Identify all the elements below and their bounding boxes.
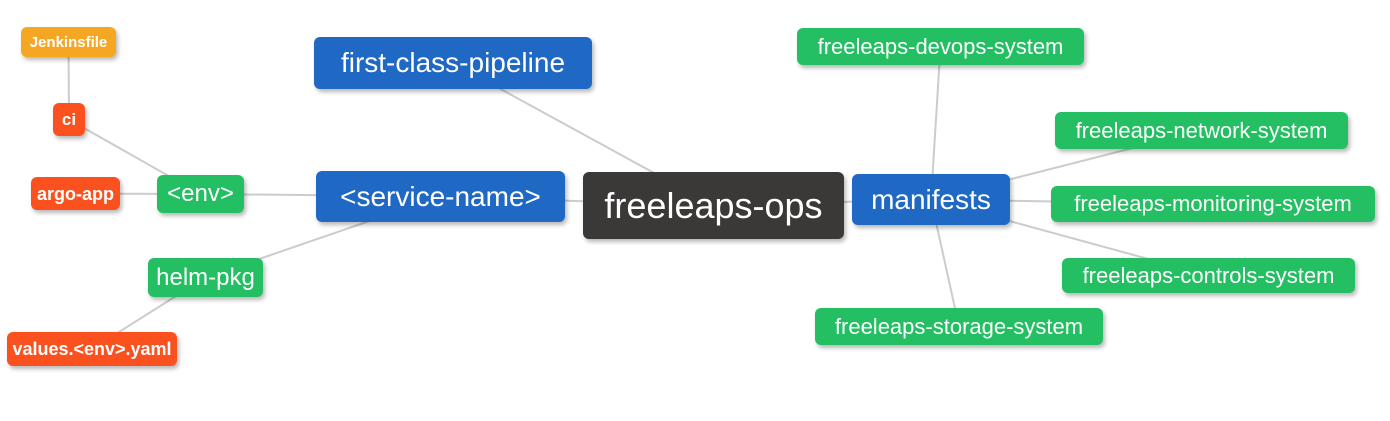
node-helm-pkg[interactable]: helm-pkg xyxy=(148,258,263,297)
node-freeleaps-controls-system[interactable]: freeleaps-controls-system xyxy=(1062,258,1355,293)
node-first-class-pipeline[interactable]: first-class-pipeline xyxy=(314,37,592,89)
node-env[interactable]: <env> xyxy=(157,175,244,213)
node-freeleaps-monitoring-system[interactable]: freeleaps-monitoring-system xyxy=(1051,186,1375,222)
node-jenkinsfile[interactable]: Jenkinsfile xyxy=(21,27,116,57)
node-freeleaps-devops-system[interactable]: freeleaps-devops-system xyxy=(797,28,1084,65)
node-manifests[interactable]: manifests xyxy=(852,174,1010,225)
node-ci[interactable]: ci xyxy=(53,103,85,136)
node-freeleaps-storage-system[interactable]: freeleaps-storage-system xyxy=(815,308,1103,345)
node-values-env-yaml[interactable]: values.<env>.yaml xyxy=(7,332,177,366)
node-freeleaps-network-system[interactable]: freeleaps-network-system xyxy=(1055,112,1348,149)
node-service-name[interactable]: <service-name> xyxy=(316,171,565,222)
node-argo-app[interactable]: argo-app xyxy=(31,177,120,210)
node-freeleaps-ops[interactable]: freeleaps-ops xyxy=(583,172,844,239)
